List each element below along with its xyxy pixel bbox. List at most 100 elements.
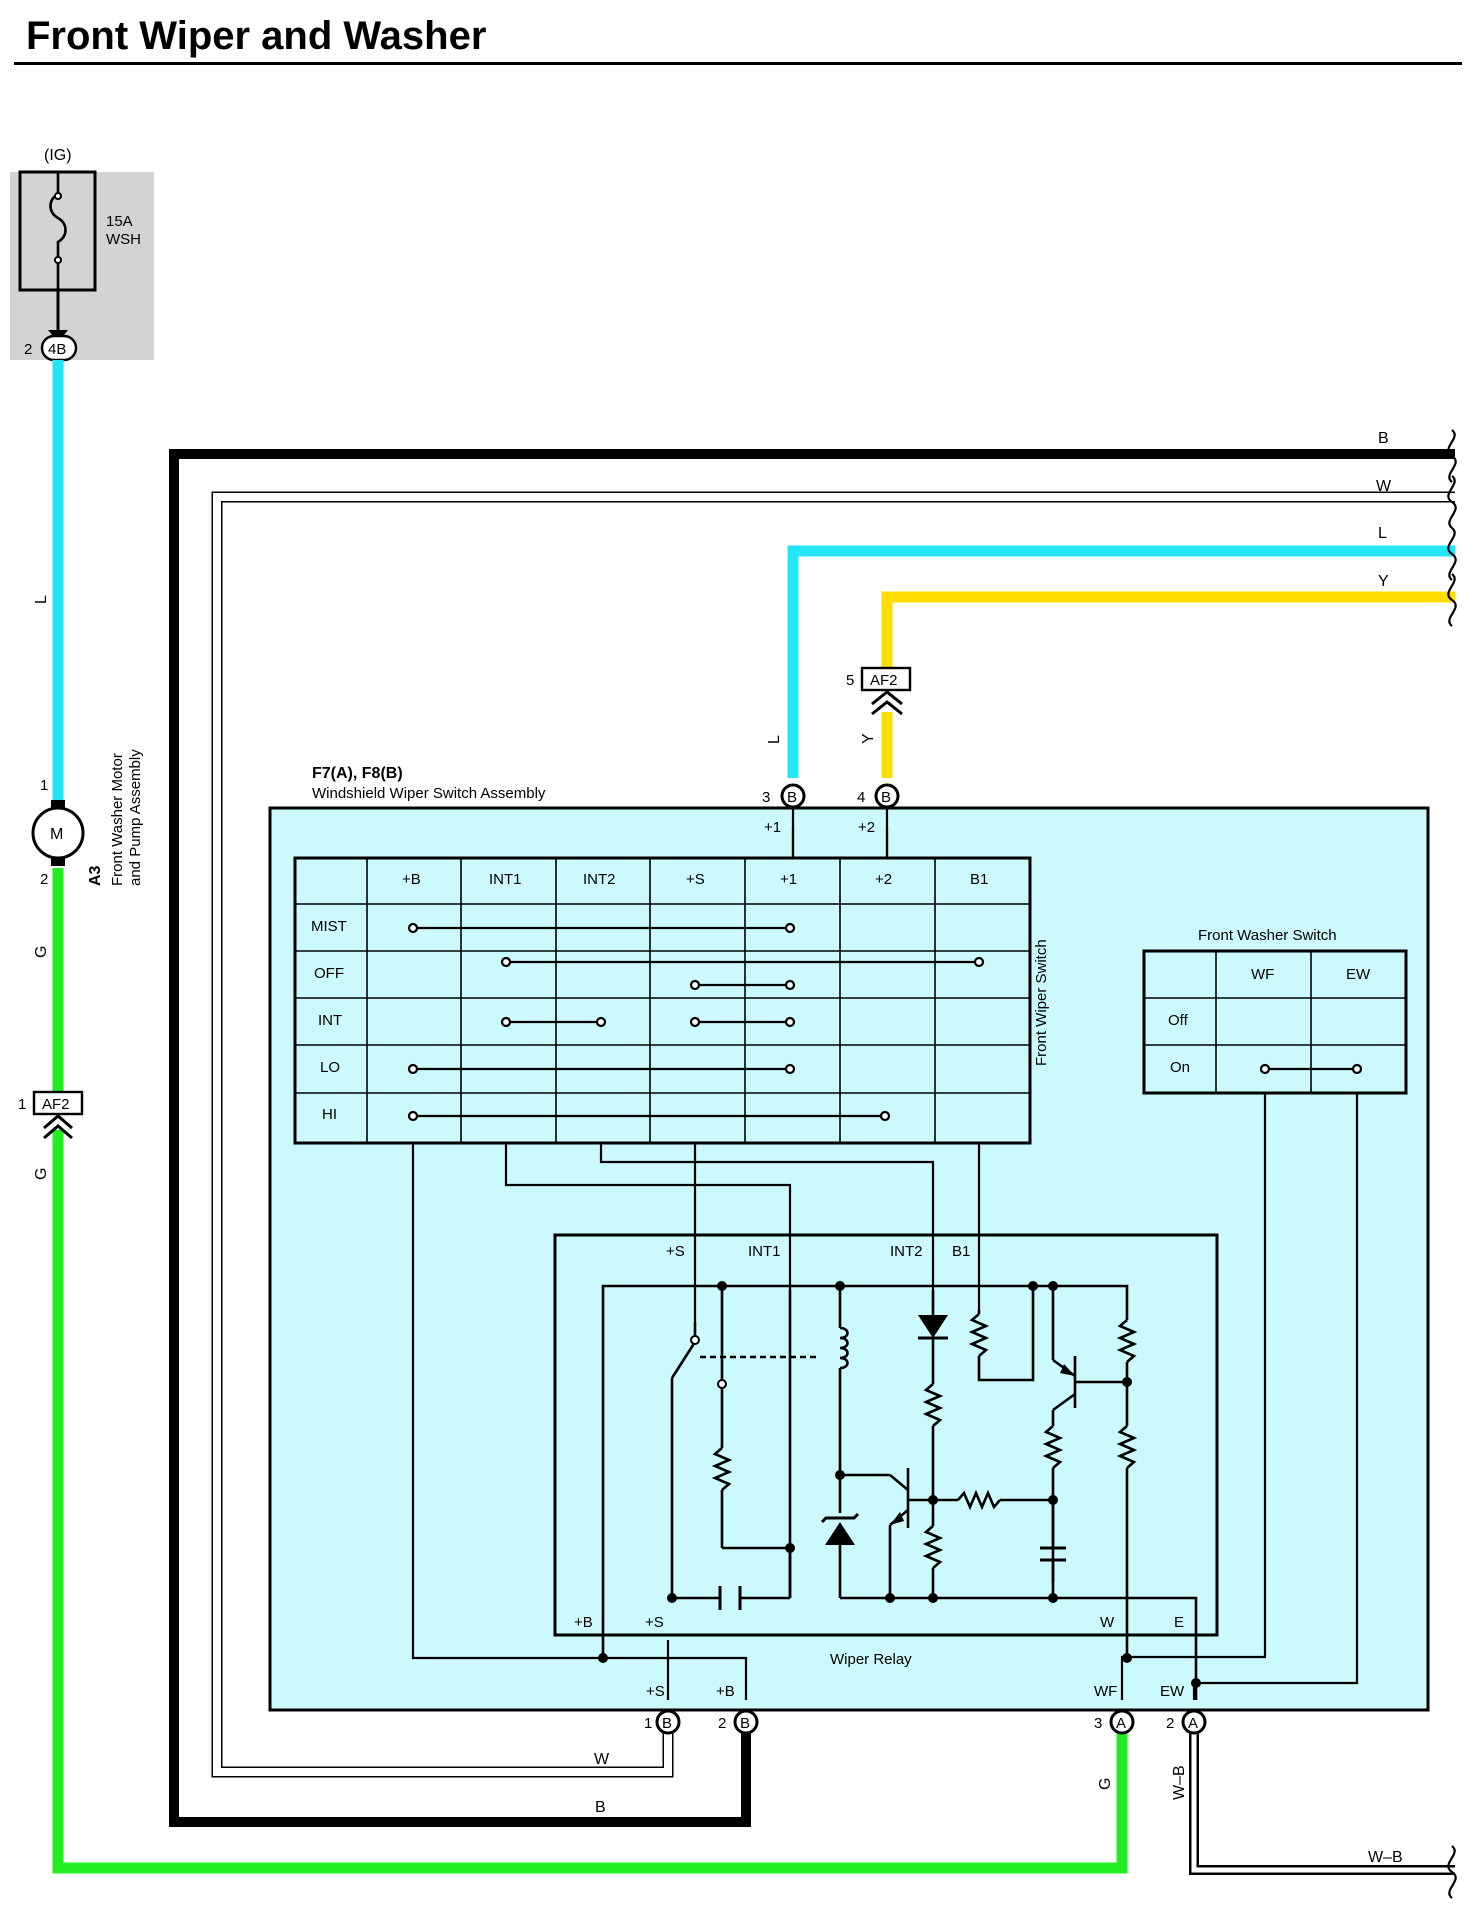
connector-4b-pin: 2 <box>24 341 32 358</box>
relay-label: Wiper Relay <box>830 1651 912 1668</box>
af2-top-code: AF2 <box>870 672 898 689</box>
wire-label-y-assy: Y <box>860 733 877 744</box>
a2-pin: 2 <box>1166 1715 1174 1732</box>
b4-term: +2 <box>858 819 875 836</box>
motor-icon <box>31 806 85 860</box>
wire-label-b-bottom: B <box>595 1799 606 1816</box>
wiper-row-int: INT <box>318 1012 342 1029</box>
connector-4b-code: 4B <box>48 341 66 358</box>
connector-b1: +S B 1 <box>644 1683 681 1735</box>
wire-label-y-top: Y <box>1378 573 1389 590</box>
b2-term: +B <box>716 1683 735 1700</box>
relay-term-int2: INT2 <box>890 1243 923 1260</box>
relay-term-int1: INT1 <box>748 1243 781 1260</box>
wire-y <box>881 591 1455 670</box>
b3-code: B <box>787 789 797 806</box>
wire-label-l-assy: L <box>766 735 783 744</box>
relay-term-s-bottom: +S <box>645 1614 664 1631</box>
b2-pin: 2 <box>718 1715 726 1732</box>
fuse-box-shade <box>10 172 154 360</box>
connector-b4: B 4 +2 <box>857 783 900 858</box>
b3-pin: 3 <box>762 789 770 806</box>
page-title: Front Wiper and Washer <box>26 14 487 58</box>
wire-label-b-top: B <box>1378 430 1389 447</box>
wiper-row-mist: MIST <box>311 918 347 935</box>
wiper-col-1: +1 <box>780 871 797 888</box>
connector-b2: +B B 2 <box>716 1683 759 1735</box>
relay-box <box>553 1233 1219 1637</box>
b1-pin: 1 <box>644 1715 652 1732</box>
af2-left-code: AF2 <box>42 1096 70 1113</box>
b3-term: +1 <box>764 819 781 836</box>
wire-label-g-right: G <box>1097 1778 1114 1790</box>
motor-name-line2: and Pump Assembly <box>127 749 144 886</box>
wire-wb-outline <box>1189 1725 1455 1875</box>
b4-pin: 4 <box>857 789 865 806</box>
b4-code: B <box>881 789 891 806</box>
title-underline <box>14 62 1462 65</box>
wire-label-wb-bottom: W–B <box>1368 1849 1403 1866</box>
zener-diode-icon <box>825 1522 855 1545</box>
wiper-relay: +S INT1 INT2 B1 +B +S W E Wiper Relay <box>553 1233 1219 1700</box>
wire-label-wb-vertical: W–B <box>1171 1765 1188 1800</box>
wire-label-g-upper: G <box>33 946 50 958</box>
fuse-icon <box>49 172 67 290</box>
assembly-name: Windshield Wiper Switch Assembly <box>312 785 546 802</box>
a3-pin: 3 <box>1094 1715 1102 1732</box>
wiper-col-s: +S <box>686 871 705 888</box>
wiper-col-int2: INT2 <box>583 871 616 888</box>
connector-a2: EW A 2 <box>1160 1683 1207 1735</box>
washer-col-wf: WF <box>1251 966 1274 983</box>
motor-code: A3 <box>87 865 104 886</box>
b1-code: B <box>662 1715 672 1732</box>
fuse-name: WSH <box>106 231 141 248</box>
front-washer-switch-table: Front Washer Switch WF EW Off On <box>1142 927 1408 1095</box>
wiper-col-b1: B1 <box>970 871 988 888</box>
connector-a3: WF A 3 <box>1094 1683 1135 1735</box>
washer-col-ew: EW <box>1346 966 1371 983</box>
chevron-up-icon <box>871 690 903 706</box>
connector-af2-left: AF2 1 <box>18 1090 84 1140</box>
wire-wb <box>1191 1725 1455 1873</box>
fuse-block: (IG) 15A WSH 4B 2 <box>10 147 154 362</box>
washer-row-off: Off <box>1168 1012 1189 1029</box>
a2-code: A <box>1188 1715 1198 1732</box>
wire-w <box>213 493 1455 1776</box>
b1-term: +S <box>646 1683 665 1700</box>
motor-pin2: 2 <box>40 871 48 888</box>
wire-label-l-top: L <box>1378 525 1387 542</box>
diode-icon <box>918 1315 948 1338</box>
b2-code: B <box>740 1715 750 1732</box>
washer-switch-label: Front Washer Switch <box>1198 927 1337 944</box>
wire-b <box>169 449 1455 1827</box>
a3-term: WF <box>1094 1683 1117 1700</box>
wire-label-g-lower: G <box>33 1168 50 1180</box>
wire-label-l-left: L <box>33 595 50 604</box>
washer-row-on: On <box>1170 1059 1190 1076</box>
wiper-row-hi: HI <box>322 1106 337 1123</box>
assembly-code: F7(A), F8(B) <box>312 765 403 782</box>
wire-label-w-top: W <box>1376 478 1392 495</box>
transistor-arrow-icon <box>890 1512 904 1525</box>
wiper-row-lo: LO <box>320 1059 340 1076</box>
motor-symbol: M <box>50 826 63 843</box>
relay-term-b-bottom: +B <box>574 1614 593 1631</box>
wire-l-top <box>787 545 1455 778</box>
internal-wiring <box>411 826 1359 1700</box>
front-wiper-switch-table: +B INT1 INT2 +S +1 +2 B1 MIST OFF INT LO… <box>293 856 1050 1145</box>
relay-term-w: W <box>1100 1614 1115 1631</box>
a3-code: A <box>1116 1715 1126 1732</box>
wiper-col-int1: INT1 <box>489 871 522 888</box>
connector-af2-top: AF2 5 <box>846 666 912 716</box>
relay-term-b1: B1 <box>952 1243 970 1260</box>
af2-top-pin: 5 <box>846 672 854 689</box>
switch-assembly-panel <box>268 806 1430 1712</box>
wire-g-loop <box>52 1130 1128 1874</box>
af2-left-pin: 1 <box>18 1096 26 1113</box>
chevron-up-icon <box>43 1114 73 1130</box>
a2-term: EW <box>1160 1683 1185 1700</box>
fuse-rating: 15A <box>106 213 133 230</box>
ig-label: (IG) <box>44 147 72 164</box>
motor-pin1: 1 <box>40 777 48 794</box>
